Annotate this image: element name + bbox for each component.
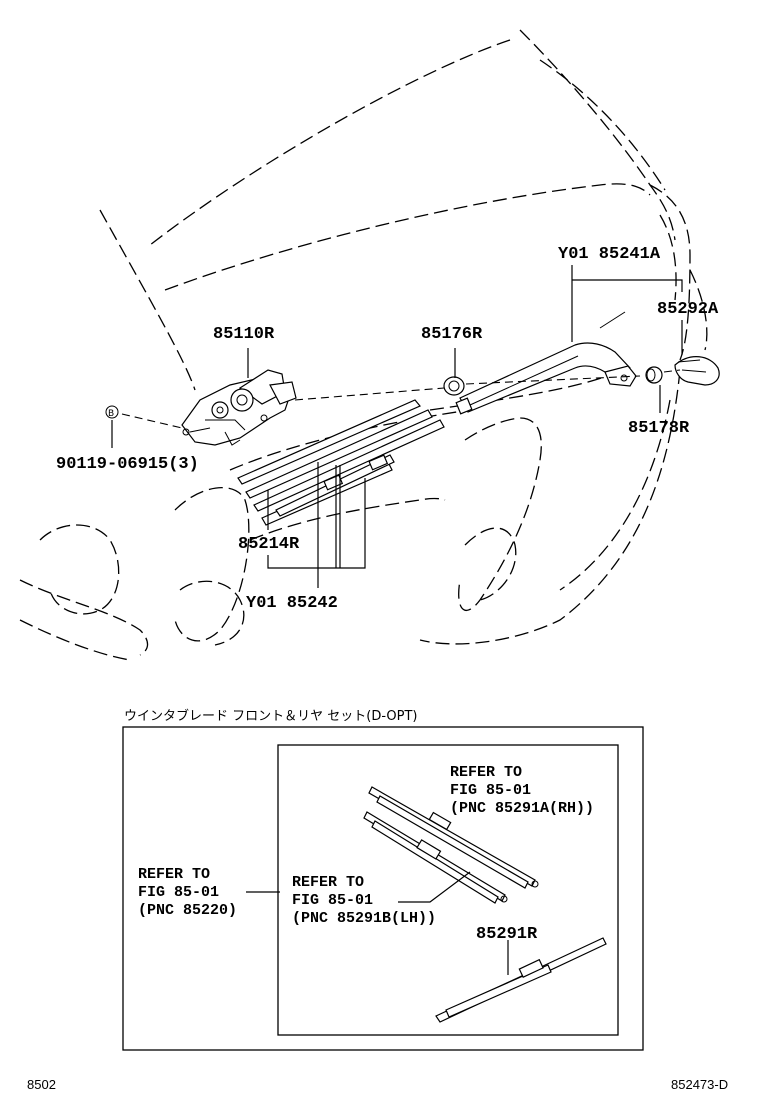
front-blade-lh: [363, 811, 508, 904]
inset-inner-frame: [277, 744, 619, 1036]
refer-rh-line1: REFER TO: [450, 764, 522, 781]
vehicle-body-outline: [19, 29, 708, 661]
refer-rh-line3: (PNC 85291A(RH)): [450, 800, 594, 817]
refer-lh-line3: (PNC 85291B(LH)): [292, 910, 436, 927]
refer-lh-block: REFER TO FIG 85-01 (PNC 85291B(LH)): [292, 874, 436, 927]
label-blade-set: Y01 85242: [246, 594, 338, 613]
leader-lines: [111, 265, 683, 588]
label-bolt: 90119-06915(3): [56, 455, 199, 474]
screw-b: B: [105, 405, 119, 419]
label-nut-cover: 85176R: [421, 325, 483, 344]
refer-rh-line2: FIG 85-01: [450, 782, 531, 799]
label-motor: 85110R: [213, 325, 275, 344]
rear-blade: [435, 937, 607, 1023]
wiper-motor: [181, 369, 297, 446]
refer-left-line2: FIG 85-01: [138, 884, 219, 901]
footer-left-code: 8502: [27, 1077, 56, 1092]
label-blade-rubber: 85214R: [238, 535, 300, 554]
refer-left-block: REFER TO FIG 85-01 (PNC 85220): [138, 866, 280, 919]
nut-cover: [443, 376, 465, 396]
refer-rh-block: REFER TO FIG 85-01 (PNC 85291A(RH)): [450, 764, 594, 817]
label-rear-blade: 85291R: [476, 925, 538, 944]
footer-right-code: 852473-D: [671, 1077, 728, 1092]
label-nut: 85178R: [628, 419, 690, 438]
refer-lh-line1: REFER TO: [292, 874, 364, 891]
refer-left-line3: (PNC 85220): [138, 902, 237, 919]
front-blade-rh: [368, 786, 539, 889]
refer-lh-line2: FIG 85-01: [292, 892, 373, 909]
refer-left-line1: REFER TO: [138, 866, 210, 883]
label-arm-cap: 85292A: [657, 300, 719, 319]
label-arm-rear: Y01 85241A: [558, 245, 661, 264]
wiper-blade-set: [237, 399, 445, 526]
nut-85178: [645, 366, 663, 384]
inset-outer-frame: [122, 726, 644, 1051]
inset-caption: ウインタブレード フロント＆リヤ セット(D-OPT): [124, 708, 417, 724]
screw-mark: B: [108, 409, 114, 419]
rear-wiper-arm: [455, 311, 637, 415]
arm-cap: [674, 356, 720, 386]
